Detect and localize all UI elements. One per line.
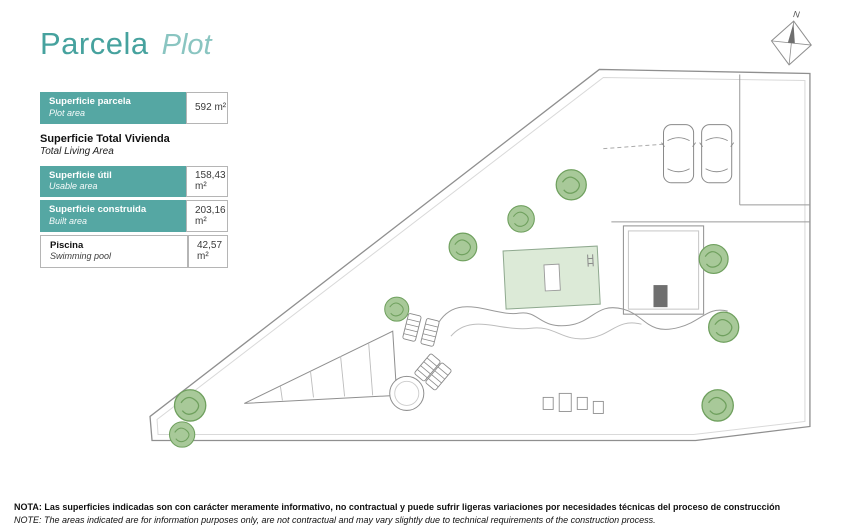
plot-area-row: Superficie parcela Plot area 592 m² [40, 92, 228, 124]
driveway [244, 330, 425, 411]
title-en: Plot [161, 29, 212, 61]
title-es: Parcela [40, 26, 149, 61]
total-living-area-heading: Superficie Total Vivienda Total Living A… [40, 132, 170, 157]
note-english: NOTE: The areas indicated are for inform… [14, 515, 656, 525]
usable-area-row: Superficie útil Usable area 158,43 m² [40, 165, 228, 197]
car-icon [699, 124, 735, 184]
compass-north-label: N [793, 9, 801, 20]
pool-area-value: 42,57 m² [188, 234, 228, 268]
stairs-block [653, 285, 668, 308]
site-plan [149, 68, 811, 448]
pool-area-label: Piscina Swimming pool [40, 234, 188, 268]
house-outline [611, 221, 810, 315]
area-table: Superficie parcela Plot area 592 m² Supe… [40, 92, 228, 271]
built-area-row: Superficie construida Built area 203,16 … [40, 200, 228, 232]
pool-area-row: Piscina Swimming pool 42,57 m² [40, 234, 228, 268]
usable-area-value: 158,43 m² [186, 165, 228, 197]
pool [502, 245, 601, 310]
usable-area-label: Superficie útil Usable area [40, 165, 186, 197]
pool-float [543, 263, 561, 292]
plot-boundary [149, 68, 811, 442]
page-title: Parcela Plot [40, 26, 212, 62]
built-area-label: Superficie construida Built area [40, 200, 186, 232]
footer-notes: NOTA: Las superficies indicadas son con … [14, 502, 838, 525]
plot-area-label: Superficie parcela Plot area [40, 92, 186, 124]
car-icon [661, 124, 697, 184]
outdoor-furniture [542, 392, 604, 414]
note-spanish: NOTA: Las superficies indicadas son con … [14, 502, 781, 512]
parking-area [603, 74, 810, 206]
terrace-curves [438, 306, 728, 340]
compass-icon: N [770, 9, 812, 66]
plot-area-value: 592 m² [186, 92, 228, 124]
built-area-value: 203,16 m² [186, 200, 228, 232]
